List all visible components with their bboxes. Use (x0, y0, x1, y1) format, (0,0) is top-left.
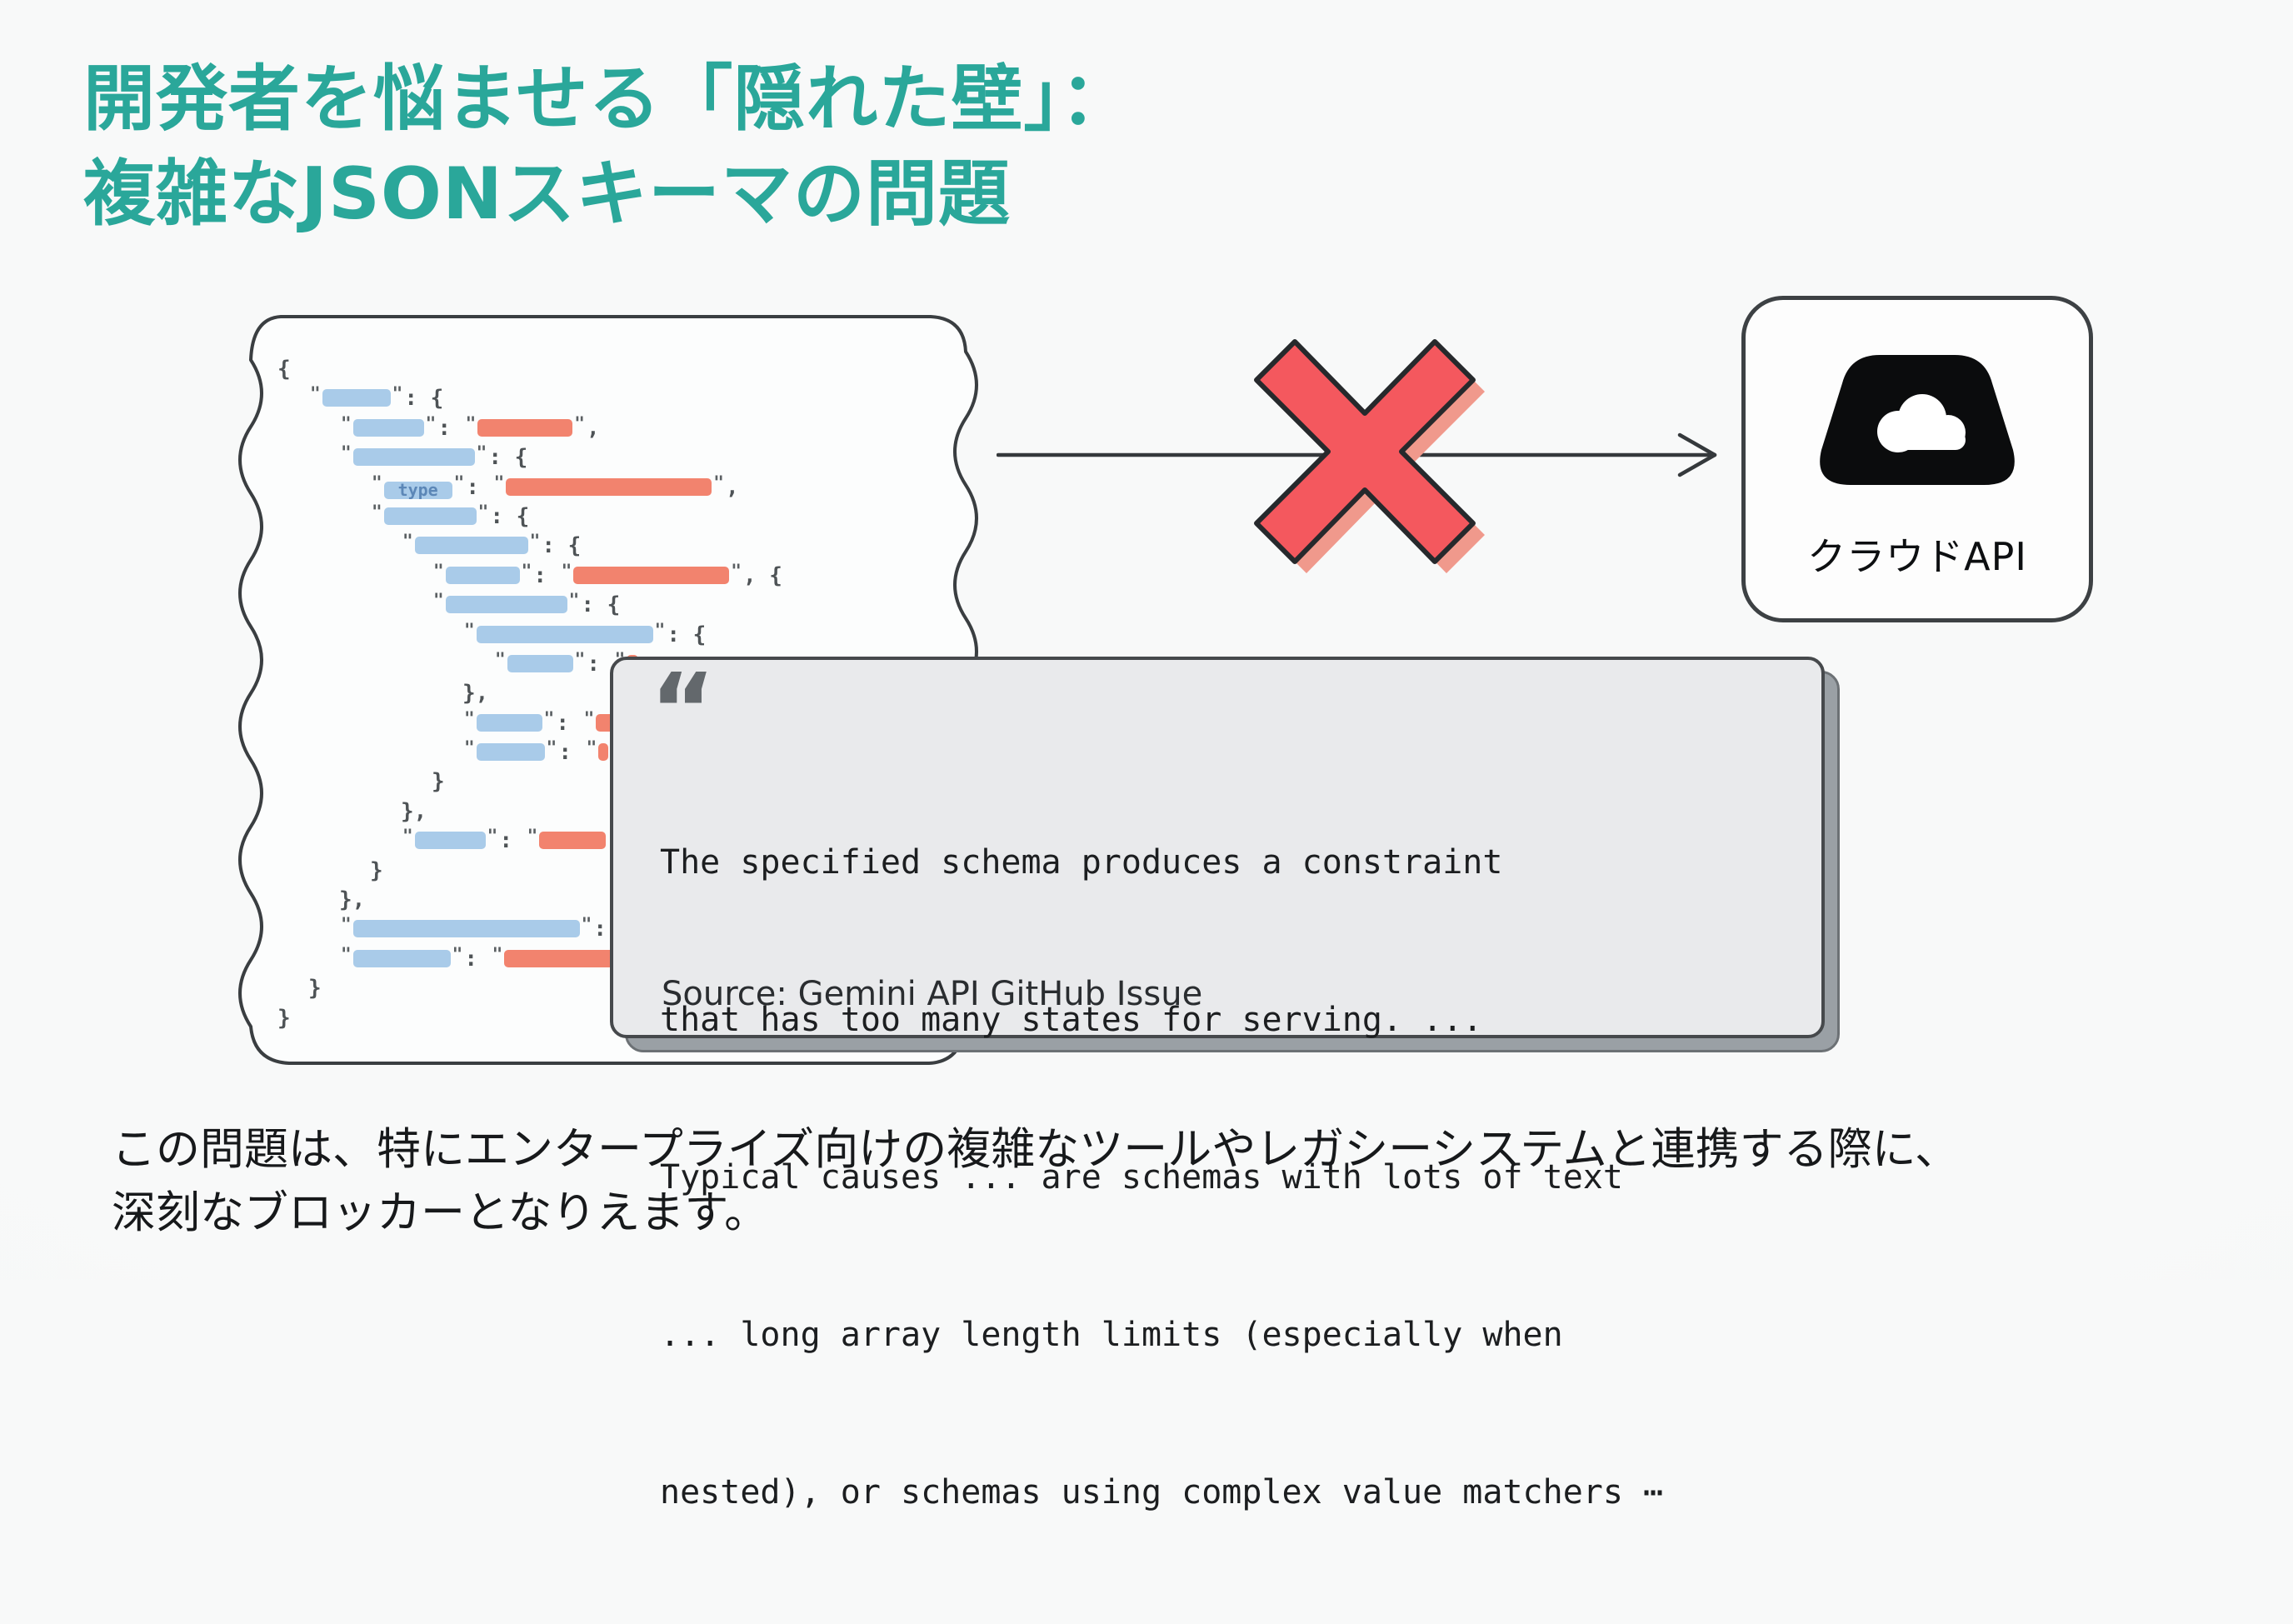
redacted-key-bar (414, 537, 528, 555)
quote-line: nested), or schemas using complex value … (660, 1473, 1664, 1512)
footer-line1: この問題は、特にエンタープライズ向けの複雑なツールやレガシーシステムと連携する際… (112, 1124, 1959, 1175)
redacted-key-bar (352, 448, 475, 467)
redacted-value-bar (504, 949, 632, 967)
json-code-line: { (277, 357, 291, 382)
json-code-line: "type": "", (372, 472, 739, 500)
redacted-key-bar (414, 832, 486, 850)
json-code-line: "": { (372, 501, 530, 529)
redacted-value-bar (573, 566, 730, 584)
json-code-line: "": " (236, 826, 986, 856)
json-code-line: "": " (236, 944, 986, 974)
quote-source: Source: Gemini API GitHub Issue (662, 975, 1203, 1013)
quote-line: ... long array length limits (especially… (660, 1316, 1563, 1354)
redacted-value-bar (598, 743, 609, 762)
json-code-line: }, (339, 887, 366, 913)
redacted-key-bar (476, 713, 542, 732)
slide: { "colors":{ "teal":"#2aa79a", "bar-blue… (0, 0, 2293, 1512)
quote-line: The specified schema produces a constrai… (660, 843, 1503, 882)
redacted-key-bar (352, 949, 451, 967)
redacted-key-bar (445, 596, 567, 614)
slide-title: 開発者を悩ませる「隠れた壁」： 複雑なJSONスキーマの問題 (83, 52, 1132, 242)
json-code: {"": {"": "","": {"type": "","": {"": {"… (236, 355, 986, 1033)
redacted-key-bar (383, 507, 477, 525)
footer-line2: 深刻なブロッカーとなりえます。 (112, 1187, 769, 1239)
redacted-value-bar (539, 832, 607, 850)
redacted-key-bar (445, 566, 520, 584)
quote-box: “ The specified schema produces a constr… (610, 657, 1825, 1512)
footer-text: この問題は、特にエンタープライズ向けの複雑なツールやレガシーシステムと連携する際… (112, 1118, 1959, 1246)
json-code-line: "": "", { (433, 560, 782, 588)
slide-title-line1: 開発者を悩ませる「隠れた壁」： (83, 57, 1133, 141)
redacted-key-bar (322, 389, 391, 407)
redacted-key-bar (507, 654, 573, 672)
json-code-line: "": { (433, 590, 621, 618)
redacted-value-bar (477, 418, 573, 437)
quote-line: Typical causes ... are schemas with lots… (660, 1158, 1623, 1197)
redacted-key-bar (352, 920, 580, 938)
quote-mark-icon: “ (650, 662, 716, 728)
slide-title-line2: 複雑なJSONスキーマの問題 (83, 152, 1012, 237)
json-code-line: "": " (236, 737, 986, 767)
redacted-value-bar (506, 477, 712, 496)
json-code-line: } (277, 1005, 291, 1031)
redacted-key-bar: type (383, 481, 452, 499)
json-code-line: }, (462, 681, 489, 707)
blocked-x-icon (1254, 339, 1485, 573)
redacted-key-bar (352, 418, 424, 437)
json-code-line: }, (401, 798, 427, 824)
json-code-line: } (308, 976, 322, 1002)
json-code-line: "": { (464, 619, 707, 647)
redacted-key-bar (476, 625, 653, 643)
json-code-line: } (370, 857, 383, 883)
json-code-line: "": { (402, 531, 582, 559)
cloud-api-card: クラウドAPI (1741, 296, 2093, 622)
cloud-icon (1820, 355, 2015, 485)
json-code-line: } (432, 769, 445, 795)
cloud-api-label: クラウドAPI (1807, 534, 2027, 579)
redacted-key-bar (476, 743, 545, 762)
json-code-line: "": { (310, 383, 444, 412)
json-code-line: "": { (341, 442, 528, 471)
json-code-line: "": "", (341, 412, 600, 441)
quote-line: that has too many states for serving. ..… (660, 1001, 1483, 1039)
